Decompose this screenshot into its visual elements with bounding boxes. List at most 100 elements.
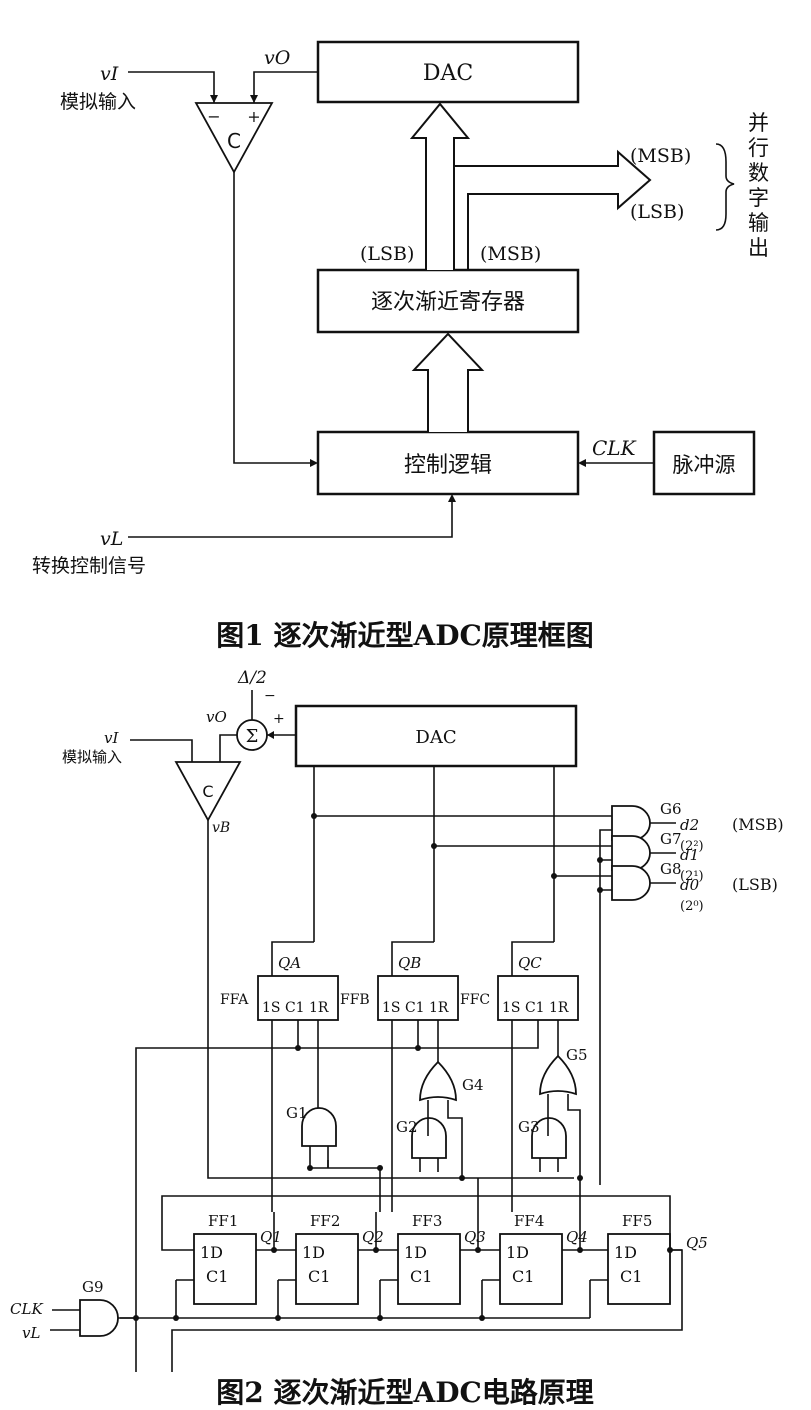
fig1-comparator-plus: + — [247, 107, 260, 126]
svg-text:FF1: FF1 — [208, 1212, 238, 1230]
fig1-vl-label: vL — [100, 528, 123, 550]
svg-text:1S C1 1R: 1S C1 1R — [502, 1000, 569, 1016]
svg-text:C1: C1 — [410, 1267, 432, 1286]
svg-text:d0: d0 — [680, 876, 700, 894]
fig2-output-d2: d2 (2²) (MSB) — [680, 815, 784, 854]
svg-text:G4: G4 — [462, 1076, 484, 1094]
fig1-out-msb: (MSB) — [630, 145, 691, 167]
svg-text:G5: G5 — [566, 1046, 588, 1064]
fig2-vi-wire — [130, 739, 193, 762]
fig2-enable-wire — [599, 829, 612, 1185]
svg-text:G1: G1 — [286, 1104, 308, 1122]
fig1-vo-label: vO — [264, 47, 291, 69]
fig1-vi-wire — [128, 71, 215, 103]
fig2-ff3: FF3 1D C1 Q3 — [397, 1212, 486, 1305]
svg-text:(2¹): (2¹) — [680, 869, 704, 884]
fig1-vi-text: 模拟输入 — [60, 91, 136, 113]
svg-text:Q2: Q2 — [362, 1228, 384, 1246]
svg-text:(LSB): (LSB) — [732, 875, 778, 894]
fig2-dac-box — [294, 704, 578, 768]
fig1-caption: 图1 逐次渐近型ADC原理框图 — [216, 619, 594, 652]
fig1-pulse-box — [652, 430, 756, 496]
fig1-comparator-label: C — [227, 129, 241, 153]
svg-text:1D: 1D — [404, 1243, 427, 1262]
svg-text:(MSB): (MSB) — [732, 815, 784, 834]
fig2-vl-label: vL — [22, 1324, 40, 1342]
fig2-vi-text: 模拟输入 — [62, 748, 122, 766]
svg-text:G8: G8 — [660, 860, 682, 878]
fig1-output-bus — [453, 149, 652, 270]
svg-text:1S C1 1R: 1S C1 1R — [262, 1000, 329, 1016]
fig2-delta: Δ/2 — [237, 668, 267, 688]
fig2-ff1: FF1 1D C1 Q1 — [193, 1212, 282, 1305]
svg-text:QC: QC — [518, 954, 542, 972]
fig1-control-to-sar-bus — [411, 332, 485, 432]
svg-text:1D: 1D — [302, 1243, 325, 1262]
fig1-sar-label: 逐次渐近寄存器 — [371, 290, 525, 315]
fig2-and-g7: G7 — [611, 830, 682, 871]
svg-text:(2²): (2²) — [680, 839, 704, 854]
fig2-dac-label: DAC — [415, 727, 456, 748]
fig1-comparator-minus: − — [207, 107, 220, 126]
svg-text:FF2: FF2 — [310, 1212, 340, 1230]
fig2-gate-g9: G9 — [79, 1278, 119, 1337]
svg-text:FF4: FF4 — [514, 1212, 544, 1230]
fig2-gate-g2: G2 — [396, 1117, 447, 1159]
svg-text:出: 出 — [748, 236, 769, 260]
fig2-comparator — [174, 761, 242, 822]
fig2-ffc: QC 1S C1 1R FFC — [460, 941, 579, 1021]
fig2-ff4: FF4 1D C1 Q4 — [499, 1212, 588, 1305]
svg-text:FFA: FFA — [220, 992, 249, 1008]
fig2-output-d1: d1 (2¹) — [680, 846, 704, 884]
svg-text:FF3: FF3 — [412, 1212, 442, 1230]
svg-text:C1: C1 — [512, 1267, 534, 1286]
fig2-gate-g4: G4 — [419, 1060, 484, 1102]
svg-text:d2: d2 — [680, 816, 699, 834]
svg-text:行: 行 — [748, 136, 769, 160]
svg-text:Q1: Q1 — [260, 1228, 282, 1246]
fig2-ffb: QB 1S C1 1R FFB — [340, 941, 459, 1021]
fig1-control-label: 控制逻辑 — [404, 453, 492, 478]
svg-text:G3: G3 — [518, 1118, 540, 1136]
fig1-vi-label: vI — [100, 63, 119, 85]
fig1-output-vertical-label: 并 行 数 字 输 出 — [748, 111, 769, 260]
svg-text:字: 字 — [748, 186, 769, 210]
fig2-ffa: QA 1S C1 1R FFA — [220, 941, 339, 1021]
svg-text:+: + — [273, 711, 285, 727]
svg-text:FFC: FFC — [460, 992, 490, 1008]
fig2-output-d0: d0 (2⁰) (LSB) — [680, 875, 778, 914]
svg-text:G6: G6 — [660, 800, 682, 818]
svg-text:d1: d1 — [680, 846, 699, 864]
fig1-vl-wire — [128, 502, 453, 538]
svg-text:G9: G9 — [82, 1278, 104, 1296]
fig2-vi-label: vI — [104, 729, 119, 747]
svg-text:数: 数 — [748, 161, 769, 185]
svg-text:1S C1 1R: 1S C1 1R — [382, 1000, 449, 1016]
fig2-and-g6: G6 — [611, 800, 682, 841]
svg-text:QA: QA — [278, 954, 301, 972]
fig1-comparator — [194, 102, 274, 174]
svg-text:并: 并 — [748, 111, 769, 135]
fig2-vo-label: vO — [206, 708, 227, 726]
svg-text:1D: 1D — [200, 1243, 223, 1262]
fig1-sar-to-dac-bus — [409, 102, 471, 270]
fig1-out-lsb: (LSB) — [630, 201, 684, 223]
svg-text:输: 输 — [748, 211, 769, 235]
fig2-ff5: FF5 1D C1 Q5 — [607, 1212, 708, 1305]
fig1-sar-box — [316, 268, 580, 334]
fig2-sigma: Σ — [246, 726, 259, 747]
svg-text:FF5: FF5 — [622, 1212, 652, 1230]
svg-text:1D: 1D — [506, 1243, 529, 1262]
fig1-output-brace — [715, 143, 735, 231]
svg-text:Q3: Q3 — [464, 1228, 486, 1246]
svg-text:G7: G7 — [660, 830, 682, 848]
svg-text:−: − — [264, 688, 276, 704]
fig2-vb-label: vB — [212, 820, 230, 836]
svg-text:(2⁰): (2⁰) — [680, 899, 704, 914]
fig1-dac-label: DAC — [423, 61, 473, 86]
fig1-clk-label: CLK — [592, 436, 637, 460]
fig1-vo-wire — [253, 71, 318, 103]
fig2-feedback-loop — [161, 1195, 671, 1251]
svg-text:Q4: Q4 — [566, 1228, 588, 1246]
